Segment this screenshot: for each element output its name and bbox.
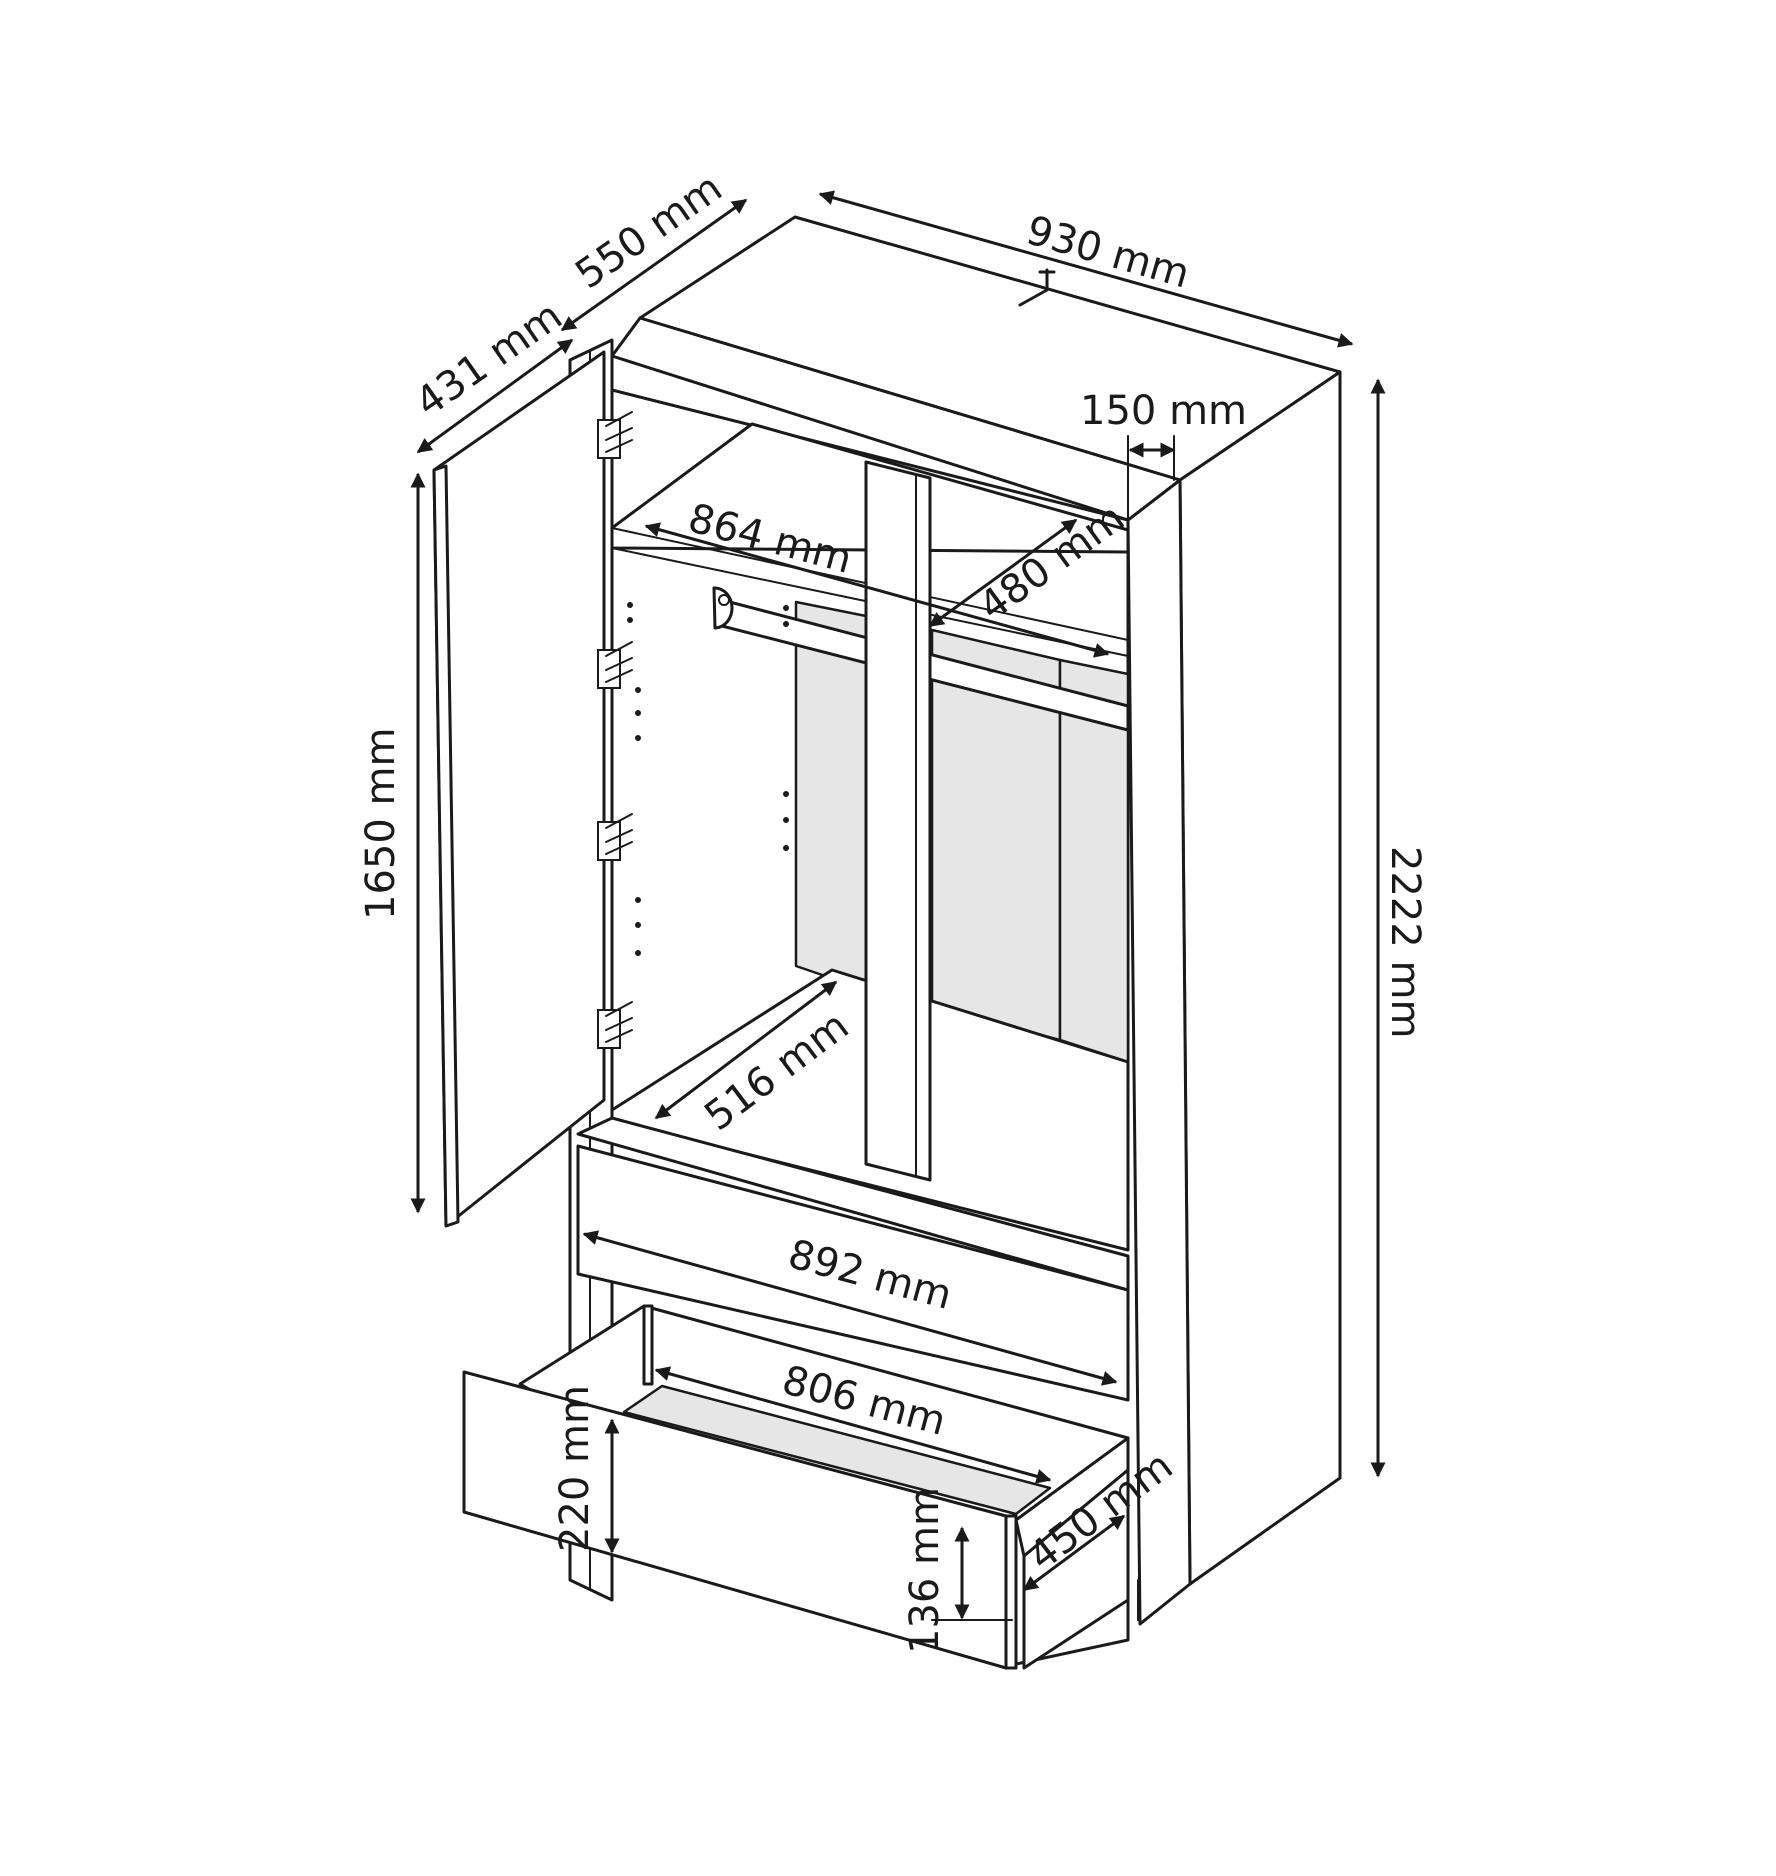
center-divider [864, 460, 932, 1182]
label-total-height: 2222 mm [1382, 846, 1428, 1038]
hinge-icon [597, 411, 633, 1049]
right-side-panel [1178, 370, 1342, 1586]
door-edge [432, 464, 460, 1228]
label-drawer-inner-height: 136 mm [902, 1487, 948, 1654]
dim-431 [416, 338, 574, 454]
dim-892 [582, 1230, 1118, 1386]
dim-930 [818, 190, 1354, 348]
dim-450 [1022, 1514, 1126, 1592]
dimension-lines [410, 190, 1386, 1620]
dim-516 [654, 980, 838, 1120]
dim-480 [928, 518, 1078, 628]
dim-864 [644, 522, 1110, 658]
door-panel [432, 350, 606, 1228]
label-door-height: 1650 mm [358, 728, 404, 920]
dim-806 [654, 1366, 1052, 1484]
label-side-panel: 150 mm [1080, 388, 1247, 434]
label-drawer-front-height: 220 mm [552, 1385, 598, 1552]
dim-550 [560, 198, 748, 332]
left-door [432, 350, 633, 1228]
